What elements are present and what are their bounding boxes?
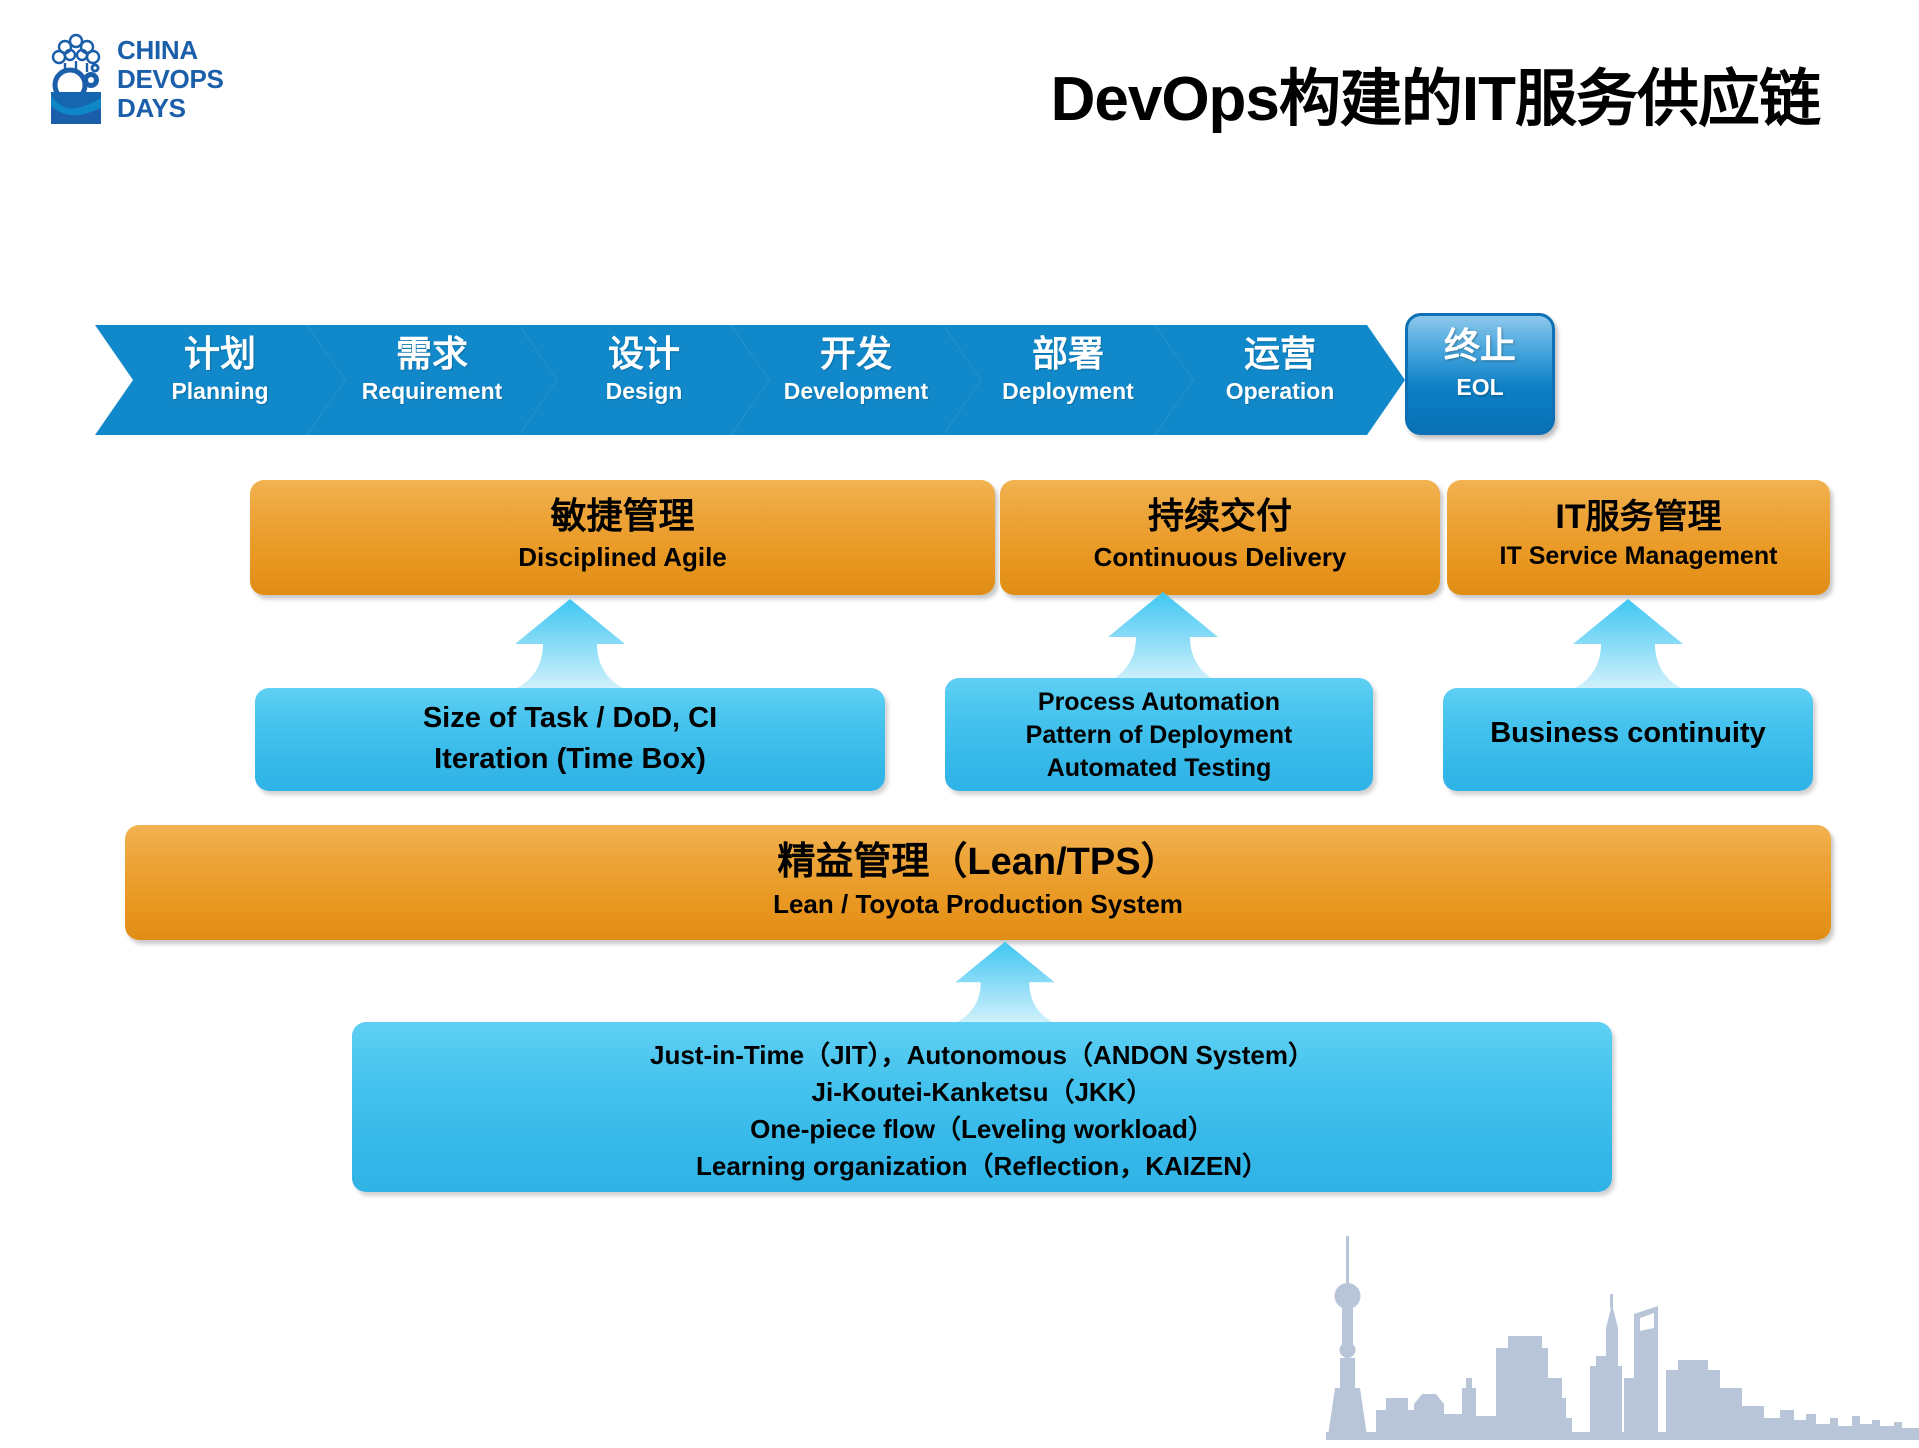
pillar-label-en: Continuous Delivery [1093,542,1347,572]
phase-development[interactable]: 开发 Development [731,325,981,435]
detail-line: Size of Task / DoD, CI [422,702,718,734]
devopsdays-logo-icon [45,28,107,128]
phase-label-en: Operation [1225,378,1335,404]
detail-line: Just-in-Time（JIT），Autonomous（ANDON Syste… [649,1040,1315,1070]
pillar-label-cn: IT服务管理 [1555,498,1722,536]
phase-eol[interactable]: 终止 EOL [1405,313,1555,435]
pillar-agile-management[interactable]: 敏捷管理 Disciplined Agile [250,480,995,595]
detail-line: Process Automation [1037,688,1281,716]
phase-design[interactable]: 设计 Design [519,325,769,435]
foundation-label-cn: 精益管理（Lean/TPS） [777,841,1179,883]
phase-label-en: Deployment [1002,378,1134,404]
foundation-label-en: Lean / Toyota Production System [773,889,1183,919]
up-arrow-icon-itsm [1555,597,1701,697]
detail-line: One-piece flow（Leveling workload） [750,1114,1214,1144]
brand-line-days: DAYS [117,93,186,123]
shanghai-skyline-silhouette-icon [1290,1228,1919,1443]
brand-logo: CHINA DEVOPS DAYS [45,28,245,138]
detail-line: Ji-Koutei-Kanketsu（JKK） [811,1077,1153,1107]
phase-label-cn: 需求 [395,333,468,374]
phase-planning[interactable]: 计划 Planning [95,325,345,435]
phase-label-en: Design [605,378,683,404]
brand-line-devops: DEVOPS [117,64,224,94]
detail-line: Automated Testing [1046,754,1272,782]
foundation-lean-tps[interactable]: 精益管理（Lean/TPS） Lean / Toyota Production … [125,825,1831,940]
phase-label-en: Development [783,378,929,404]
up-arrow-icon-lean [930,940,1080,1030]
detail-line: Business continuity [1490,717,1766,749]
pillar-label-en: IT Service Management [1499,542,1778,570]
brand-line-china: CHINA [117,35,198,65]
phase-label-cn: 开发 [819,333,892,374]
detail-box-continuous-delivery[interactable]: Process Automation Pattern of Deployment… [945,678,1373,791]
pillar-label-en: Disciplined Agile [518,542,727,572]
pillar-it-service-management[interactable]: IT服务管理 IT Service Management [1447,480,1830,595]
pillar-continuous-delivery[interactable]: 持续交付 Continuous Delivery [1000,480,1440,595]
detail-box-lean[interactable]: Just-in-Time（JIT），Autonomous（ANDON Syste… [352,1022,1612,1192]
detail-line: Iteration (Time Box) [434,743,706,775]
phase-label-cn: 计划 [183,333,256,374]
pillar-label-cn: 敏捷管理 [550,495,695,536]
page-title: DevOps构建的IT服务供应链 [1050,65,1821,134]
detail-box-agile[interactable]: Size of Task / DoD, CI Iteration (Time B… [255,688,885,791]
detail-line: Learning organization（Reflection，KAIZEN） [695,1151,1269,1181]
up-arrow-icon-agile [497,597,643,697]
slide-header: CHINA DEVOPS DAYS DevOps构建的IT服务供应链 [0,0,1919,180]
up-arrow-icon-cd [1090,590,1236,690]
phase-label-cn: 部署 [1031,333,1104,374]
phase-requirement[interactable]: 需求 Requirement [307,325,557,435]
phase-operation[interactable]: 运营 Operation [1155,325,1405,435]
phase-label-en: EOL [1456,374,1504,400]
phase-label-cn: 运营 [1243,333,1316,374]
brand-wordmark: CHINA DEVOPS DAYS [117,36,247,123]
lifecycle-phase-row: 计划 Planning 需求 Requirement 设计 Design 开发 … [95,313,1885,435]
pillar-label-cn: 持续交付 [1147,495,1292,536]
phase-label-en: Planning [171,378,269,404]
detail-box-itsm[interactable]: Business continuity [1443,688,1813,791]
phase-deployment[interactable]: 部署 Deployment [943,325,1193,435]
phase-label-cn: 设计 [607,333,680,374]
phase-label-en: Requirement [361,378,503,404]
detail-line: Pattern of Deployment [1025,721,1293,749]
phase-label-cn: 终止 [1443,325,1516,366]
